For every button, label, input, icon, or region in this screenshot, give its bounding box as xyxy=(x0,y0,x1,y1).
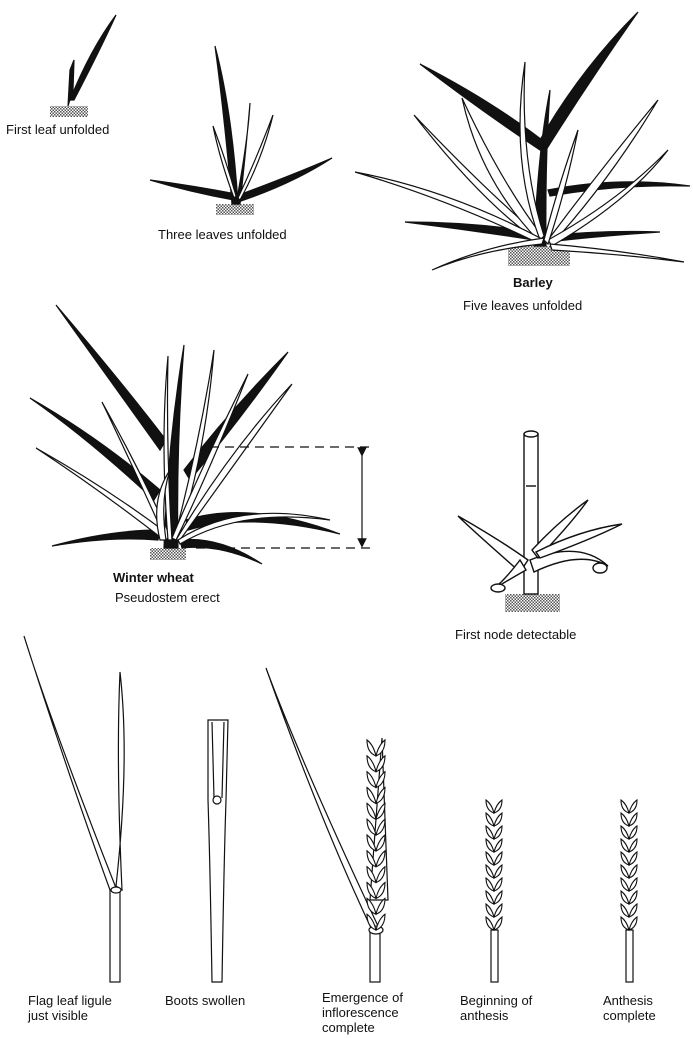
spikelet xyxy=(367,772,376,788)
spikelet xyxy=(621,813,629,826)
soil-patch xyxy=(150,548,186,560)
spikelet xyxy=(629,865,637,878)
spikelet xyxy=(367,788,376,804)
spikelet xyxy=(629,917,637,930)
label-emergence-line3: complete xyxy=(322,1020,375,1035)
spikelet xyxy=(621,826,629,839)
spikelet xyxy=(376,914,385,930)
boots-swollen-plant xyxy=(208,720,228,982)
soil-patch xyxy=(50,106,88,117)
spikelet xyxy=(621,904,629,917)
label-three-leaves: Three leaves unfolded xyxy=(158,227,287,242)
flag-leaf-plant xyxy=(24,636,124,982)
label-five-leaves: Five leaves unfolded xyxy=(463,298,582,313)
label-anthesis-line1: Anthesis xyxy=(603,993,653,1008)
pseudostem-height-indicator xyxy=(196,447,372,548)
spikelet xyxy=(629,826,637,839)
spikelet xyxy=(494,813,502,826)
label-emergence-line2: inflorescence xyxy=(322,1005,399,1020)
spikelet xyxy=(486,800,494,813)
spikelet xyxy=(629,891,637,904)
spikelet xyxy=(367,819,376,835)
barley-plant xyxy=(355,12,690,270)
spikelet xyxy=(494,800,502,813)
spikelet xyxy=(367,756,376,772)
label-winter-wheat: Winter wheat xyxy=(113,570,194,585)
spikelet xyxy=(629,839,637,852)
spikelet xyxy=(494,891,502,904)
label-pseudostem: Pseudostem erect xyxy=(115,590,220,605)
anthesis-complete-spike xyxy=(621,800,637,982)
spikelet xyxy=(629,813,637,826)
spikelet xyxy=(494,839,502,852)
label-beginning-line1: Beginning of xyxy=(460,993,532,1008)
spikelet xyxy=(629,904,637,917)
spikelet xyxy=(621,865,629,878)
spikelet xyxy=(376,740,385,756)
first-leaf-plant xyxy=(50,15,116,117)
soil-patch xyxy=(216,204,254,215)
spikelet xyxy=(629,800,637,813)
spikelet xyxy=(486,839,494,852)
label-barley: Barley xyxy=(513,275,553,290)
winter-wheat-plant xyxy=(30,305,340,564)
spikelet xyxy=(367,740,376,756)
first-node-plant xyxy=(458,431,622,612)
spikelet xyxy=(494,878,502,891)
spikelet xyxy=(486,891,494,904)
spikelet xyxy=(629,852,637,865)
label-first-leaf: First leaf unfolded xyxy=(6,122,109,137)
three-leaves-plant xyxy=(150,46,332,215)
spikelet xyxy=(486,904,494,917)
spikelet xyxy=(494,917,502,930)
label-flag-leaf-line2: just visible xyxy=(28,1008,88,1023)
spikelet xyxy=(629,878,637,891)
spikelet xyxy=(376,898,385,914)
spikelet xyxy=(486,917,494,930)
spikelet xyxy=(621,917,629,930)
spikelet xyxy=(494,865,502,878)
label-flag-leaf-line1: Flag leaf ligule xyxy=(28,993,112,1008)
beginning-anthesis-spike xyxy=(486,800,502,982)
label-beginning-line2: anthesis xyxy=(460,1008,508,1023)
soil-patch xyxy=(505,594,560,612)
label-anthesis-line2: complete xyxy=(603,1008,656,1023)
spikelet xyxy=(621,800,629,813)
spikelet xyxy=(621,878,629,891)
label-emergence-line1: Emergence of xyxy=(322,990,403,1005)
spikelet xyxy=(486,878,494,891)
spikelet xyxy=(621,839,629,852)
spikelet xyxy=(494,826,502,839)
spikelet xyxy=(486,865,494,878)
label-first-node: First node detectable xyxy=(455,627,576,642)
spikelet xyxy=(486,852,494,865)
spikelet xyxy=(621,852,629,865)
label-boots: Boots swollen xyxy=(165,993,245,1008)
spikelet xyxy=(621,891,629,904)
spikelet xyxy=(494,904,502,917)
spikelet xyxy=(486,826,494,839)
spikelet xyxy=(494,852,502,865)
spikelet xyxy=(486,813,494,826)
spikelet xyxy=(367,803,376,819)
